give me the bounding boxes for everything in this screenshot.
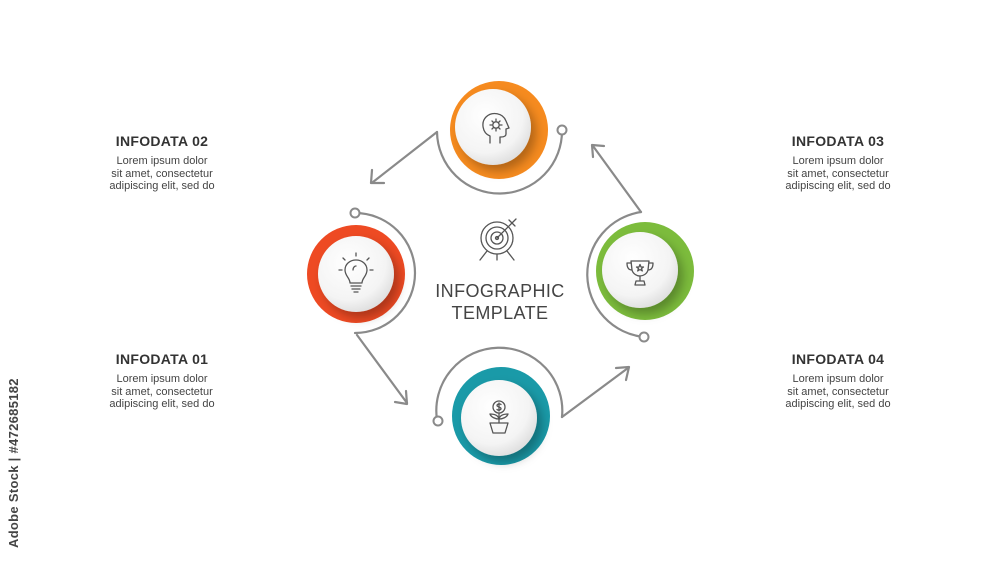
- info-body-02: Lorem ipsum dolor sit amet, consectetur …: [67, 155, 257, 193]
- info-block-02: INFODATA 02 Lorem ipsum dolor sit amet, …: [67, 133, 257, 193]
- arrowhead-03: [590, 143, 606, 159]
- info-body-02-line-2: sit amet, consectetur: [111, 167, 213, 180]
- connector-arc-02: [435, 128, 564, 195]
- trophy-icon: [626, 260, 654, 286]
- arrowhead-02: [369, 168, 386, 185]
- info-body-01: Lorem ipsum dolor sit amet, consectetur …: [67, 373, 257, 411]
- connector-arrow-03: [591, 144, 643, 214]
- info-block-04: INFODATA 04 Lorem ipsum dolor sit amet, …: [743, 351, 933, 411]
- info-block-03: INFODATA 03 Lorem ipsum dolor sit amet, …: [743, 133, 933, 193]
- info-body-04-line-3: adipiscing elit, sed do: [785, 398, 891, 410]
- info-body-04: Lorem ipsum dolor sit amet, consectetur …: [743, 373, 933, 411]
- head-gear-icon: [482, 112, 510, 144]
- center-title-line-1: INFOGRAPHIC: [435, 281, 565, 301]
- info-body-01-line-3: adipiscing elit, sed do: [109, 398, 215, 410]
- info-heading-04: INFODATA 04: [791, 351, 885, 367]
- stock-watermark: Adobe Stock | #472685182: [6, 378, 21, 548]
- target-icon: [479, 218, 517, 261]
- info-heading-03: INFODATA 03: [791, 133, 885, 149]
- dot-04: [432, 415, 444, 427]
- arrowhead-04: [614, 365, 631, 382]
- info-body-01-line-1: Lorem ipsum dolor: [116, 373, 208, 385]
- step-node-01: [307, 225, 405, 323]
- center-title: INFOGRAPHIC TEMPLATE: [400, 280, 600, 324]
- info-body-03-line-1: Lorem ipsum dolor: [792, 155, 884, 167]
- connector-arrow-02: [371, 130, 439, 184]
- connector-arc-04: [435, 346, 564, 422]
- connector-dots: [349, 124, 650, 427]
- info-heading-02: INFODATA 02: [115, 133, 209, 149]
- connector-lines: [353, 128, 646, 422]
- money-plant-icon: [489, 400, 509, 434]
- info-body-02-line-1: Lorem ipsum dolor: [116, 155, 208, 167]
- step-node-04: [452, 367, 550, 465]
- info-body-04-line-2: sit amet, consectetur: [787, 385, 889, 398]
- info-body-04-line-1: Lorem ipsum dolor: [792, 373, 884, 385]
- connector-arc-01: [353, 211, 417, 335]
- lightbulb-icon: [338, 252, 374, 293]
- info-body-03-line-2: sit amet, consectetur: [787, 167, 889, 180]
- dot-02: [556, 124, 568, 136]
- step-ball-01: [318, 236, 394, 312]
- info-body-01-line-2: sit amet, consectetur: [111, 385, 213, 398]
- connector-arrow-04: [560, 366, 630, 419]
- info-heading-01: INFODATA 01: [115, 351, 209, 367]
- step-node-03: [596, 222, 694, 320]
- info-body-02-line-3: adipiscing elit, sed do: [109, 180, 215, 192]
- step-node-02: [450, 81, 548, 179]
- connector-arc-03: [586, 210, 646, 339]
- info-body-03-line-3: adipiscing elit, sed do: [785, 180, 891, 192]
- dot-01: [349, 207, 361, 219]
- center-title-line-2: TEMPLATE: [451, 303, 549, 323]
- dot-03: [638, 331, 650, 343]
- info-body-03: Lorem ipsum dolor sit amet, consectetur …: [743, 155, 933, 193]
- info-block-01: INFODATA 01 Lorem ipsum dolor sit amet, …: [67, 351, 257, 411]
- arrowhead-01: [393, 389, 409, 406]
- connector-arrow-01: [355, 333, 409, 405]
